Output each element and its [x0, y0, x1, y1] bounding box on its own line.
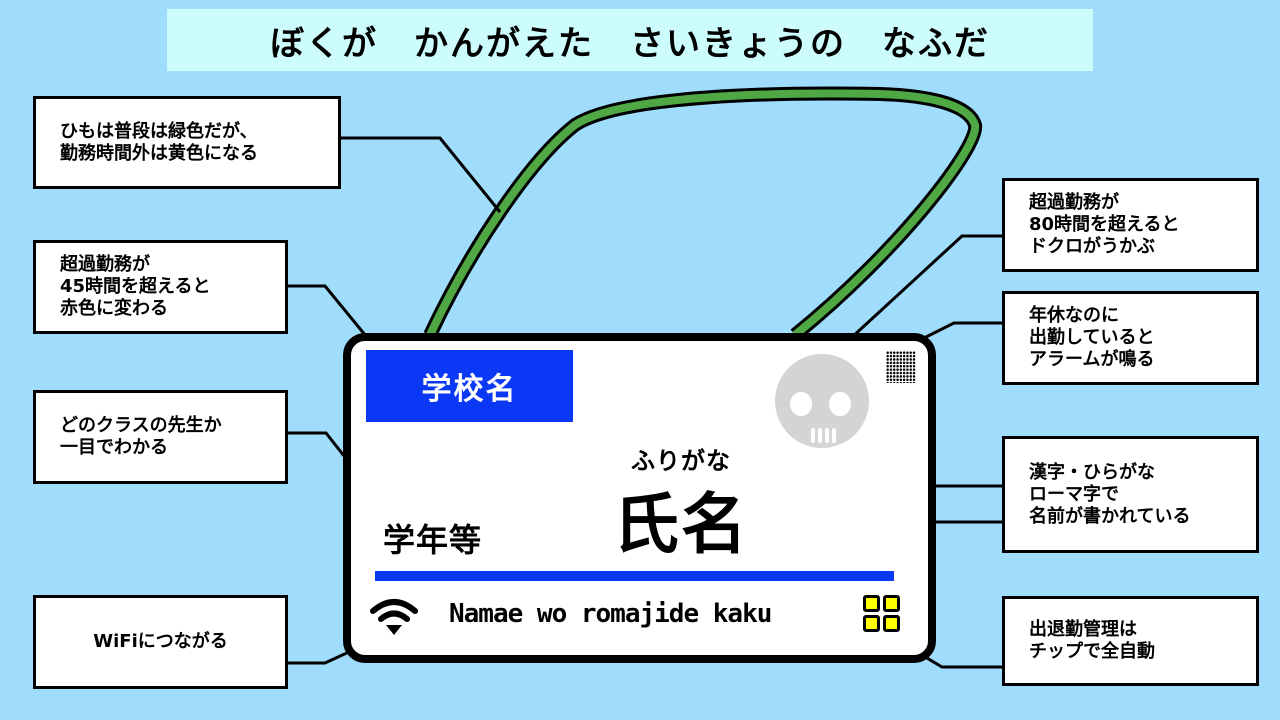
callout-chip: 出退勤管理は チップで全自動 — [1002, 596, 1259, 686]
divider-bar — [375, 571, 894, 581]
callout-line: 超過勤務が — [1029, 192, 1119, 213]
furigana: ふりがな — [631, 447, 731, 475]
callout-skull: 超過勤務が 80時間を超えると ドクロがうかぶ — [1002, 178, 1259, 272]
callout-line: 漢字・ひらがな — [1029, 461, 1155, 483]
callout-line: チップで全自動 — [1029, 641, 1155, 662]
callout-line: 一目でわかる — [60, 437, 168, 458]
callout-line: 出退勤管理は — [1029, 619, 1137, 640]
full-name: 氏名 — [613, 486, 749, 563]
romaji-name: Namae wo romajide kaku — [449, 599, 772, 629]
callout-line: 45時間を超えると — [60, 276, 211, 297]
callout-alarm: 年休なのに 出勤していると アラームが鳴る — [1002, 291, 1259, 385]
callout-names: 漢字・ひらがな ローマ字で 名前が書かれている — [1002, 436, 1259, 553]
school-name: 学校名 — [366, 350, 573, 422]
wifi-icon — [370, 599, 418, 635]
grade-label: 学年等 — [383, 521, 483, 559]
callout-wifi: WiFiにつながる — [33, 595, 288, 689]
callout-line: 80時間を超えると — [1029, 214, 1180, 235]
callout-line: 出勤していると — [1029, 327, 1155, 348]
callout-line: 赤色に変わる — [60, 298, 168, 319]
callout-grade: どのクラスの先生か 一目でわかる — [33, 390, 288, 484]
callout-line: どのクラスの先生か — [60, 415, 222, 436]
callout-line: 年休なのに — [1029, 305, 1119, 326]
callout-line: 超過勤務が — [60, 254, 150, 275]
callout-line: WiFiにつながる — [93, 631, 228, 652]
callout-line: ひもは普段は緑色だが、 — [60, 120, 258, 142]
callout-line: ドクロがうかぶ — [1029, 236, 1155, 257]
callout-line: 名前が書かれている — [1029, 505, 1191, 527]
ic-chip-icon — [863, 595, 901, 633]
page-title: ぼくが かんがえた さいきょうの なふだ — [167, 9, 1093, 71]
skull-icon — [775, 354, 869, 448]
name-badge-card: 学校名 ふりがな 氏名 学年等 Namae wo romajide kaku — [343, 333, 936, 663]
callout-line: 勤務時間外は黄色になる — [60, 142, 258, 164]
callout-line: ローマ字で — [1029, 483, 1119, 505]
callout-lanyard: ひもは普段は緑色だが、 勤務時間外は黄色になる — [33, 96, 341, 189]
callout-line: アラームが鳴る — [1029, 349, 1155, 370]
callout-school-color: 超過勤務が 45時間を超えると 赤色に変わる — [33, 240, 288, 334]
speaker-grille-icon — [886, 351, 916, 383]
